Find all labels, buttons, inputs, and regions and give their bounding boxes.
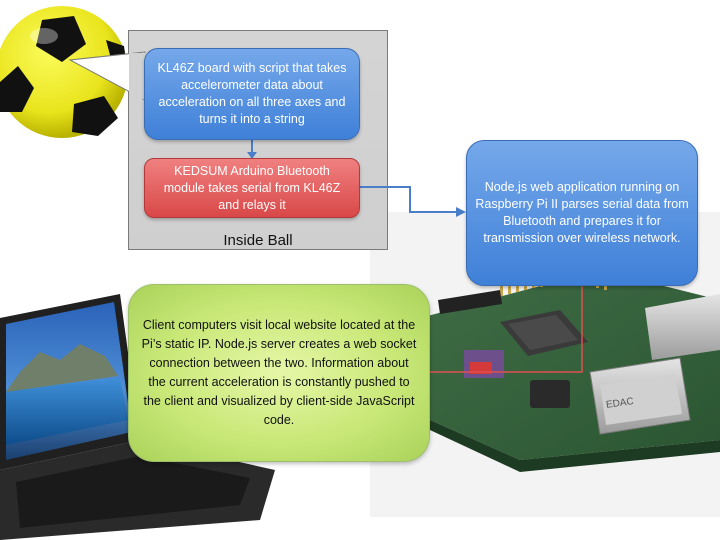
- nodejs-text: Node.js web application running on Raspb…: [475, 179, 689, 247]
- client-to-pi-pointer: [430, 286, 582, 372]
- nodejs-box: Node.js web application running on Raspb…: [466, 140, 698, 286]
- client-box: Client computers visit local website loc…: [128, 284, 430, 462]
- kedsum-to-nodejs-connector: [360, 187, 458, 212]
- kedsum-to-nodejs-arrowhead: [456, 207, 466, 217]
- kedsum-text: KEDSUM Arduino Bluetooth module takes se…: [153, 163, 351, 214]
- kl46z-text: KL46Z board with script that takes accel…: [153, 60, 351, 128]
- kedsum-box: KEDSUM Arduino Bluetooth module takes se…: [144, 158, 360, 218]
- kl46z-box: KL46Z board with script that takes accel…: [144, 48, 360, 140]
- client-text: Client computers visit local website loc…: [139, 316, 419, 430]
